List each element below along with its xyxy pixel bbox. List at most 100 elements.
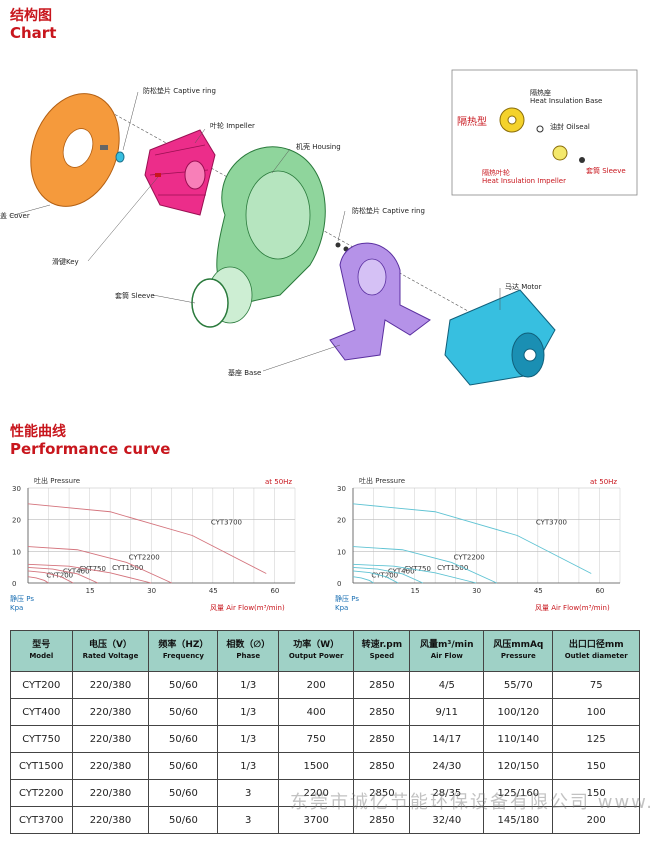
table-cell: 50/60: [148, 698, 219, 726]
watermark: 东莞市诚亿节能环保设备有限公司 www.hc360.com: [290, 792, 650, 813]
table-cell: 1/3: [217, 698, 279, 726]
table-cell: CYT400: [10, 698, 73, 726]
table-cell: 145/180: [483, 806, 554, 834]
label-oilseal: 油封 Oilseal: [550, 122, 590, 131]
chart-title: 吐出 Pressure: [34, 476, 80, 485]
column-header-cn: 型号: [32, 640, 51, 650]
key-part: [155, 173, 161, 177]
column-header-cn: 功率（W）: [293, 640, 340, 650]
column-header-en: Model: [29, 652, 54, 660]
series-line-cyt3700: [352, 503, 592, 574]
x-tick-label: 45: [534, 587, 543, 595]
leader-captive-ring: [122, 91, 139, 151]
label-captive-ring: 防松垫片 Captive ring: [143, 86, 216, 95]
cover-part: [30, 93, 120, 207]
table-cell: 125: [552, 725, 640, 753]
table-cell: 2850: [353, 806, 411, 834]
table-cell: 100/120: [483, 698, 554, 726]
table-cell: 50/60: [148, 779, 219, 807]
column-header-en: Phase: [236, 652, 261, 660]
label-heat-sleeve: 套筒 Sleeve: [586, 166, 626, 175]
structure-title-cn: 结构图: [10, 8, 52, 24]
table-cell: 150: [552, 779, 640, 807]
leader-key: [87, 176, 159, 262]
leader-captive-ring-2: [337, 210, 346, 242]
oilseal-part: [536, 125, 544, 133]
column-header-cn: 风压mmAq: [493, 640, 544, 650]
series-label: CYT3700: [536, 518, 567, 526]
series-line-cyt2200: [352, 546, 497, 584]
y-tick-label: 10: [12, 548, 21, 556]
series-label: CYT200: [46, 571, 73, 579]
column-header-cn: 相数（∅）: [226, 640, 271, 650]
label-impeller: 叶轮 Impeller: [210, 121, 255, 130]
leader-impeller: [194, 128, 206, 144]
table-cell: 1/3: [217, 725, 279, 753]
column-header-en: Speed: [369, 652, 395, 660]
x-tick-label: 30: [472, 587, 481, 595]
column-header-cn: 频率（HZ）: [158, 640, 209, 650]
performance-title: 性能曲线 Performance curve: [10, 424, 170, 458]
captive-ring-part: [100, 145, 125, 163]
table-cell: 55/70: [483, 671, 554, 699]
y-tick-label: 0: [12, 580, 16, 588]
table-cell: 110/140: [483, 725, 554, 753]
table-cell: 50/60: [148, 725, 219, 753]
y-tick-label: 10: [337, 548, 346, 556]
column-header: 功率（W）Output Power: [277, 630, 355, 672]
column-header-en: Air Flow: [430, 652, 463, 660]
heat-box-title: 隔热型: [457, 115, 487, 128]
table-cell: 9/11: [409, 698, 485, 726]
table-cell: CYT200: [10, 671, 73, 699]
column-header-en: Pressure: [500, 652, 536, 660]
column-header-cn: 出口口径mm: [568, 640, 624, 650]
leader-base: [262, 344, 341, 372]
y-tick-label: 0: [337, 580, 341, 588]
heat-insulation-impeller-part: [552, 145, 568, 161]
table-cell: 50/60: [148, 806, 219, 834]
x-axis-label: 风量 Air Flow(m³/min): [210, 604, 285, 612]
structure-title: 结构图 Chart: [10, 8, 56, 42]
table-cell: 2850: [353, 671, 411, 699]
series-line-cyt400: [352, 570, 399, 584]
table-cell: 220/380: [71, 671, 150, 699]
label-captive-ring-2: 防松垫片 Captive ring: [352, 206, 425, 215]
series-line-cyt750: [352, 567, 424, 584]
column-header-cn: 电压（V）: [88, 640, 132, 650]
column-header: 相数（∅） Phase: [217, 630, 279, 672]
table-cell: 125/160: [483, 779, 554, 807]
table-cell: 150: [552, 752, 640, 780]
exploded-diagram: 盖 Cover 防松垫片 Captive ring 叶轮 Impeller 机壳…: [0, 69, 638, 386]
series-label: CYT2200: [454, 553, 485, 561]
series-line-cyt3700: [27, 503, 267, 574]
column-header-cn: 风量m³/min: [420, 640, 474, 650]
y-axis-label: 静压 Ps: [335, 594, 359, 603]
series-label: CYT400: [388, 568, 415, 576]
table-cell: CYT3700: [10, 806, 73, 834]
chart-title: 吐出 Pressure: [359, 476, 405, 485]
y-tick-label: 20: [337, 517, 346, 525]
table-cell: 32/40: [409, 806, 485, 834]
y-axis-unit: Kpa: [335, 604, 348, 612]
table-cell: 3: [217, 806, 279, 834]
table-cell: 750: [277, 725, 355, 753]
heat-sleeve-part: [579, 157, 585, 163]
table-cell: 100: [552, 698, 640, 726]
performance-title-cn: 性能曲线: [10, 424, 66, 440]
label-sleeve: 套筒 Sleeve: [115, 291, 155, 300]
heat-insulation-box: [451, 69, 638, 196]
series-line-cyt400: [27, 570, 74, 584]
table-cell: 3: [217, 779, 279, 807]
table-cell: 50/60: [148, 671, 219, 699]
